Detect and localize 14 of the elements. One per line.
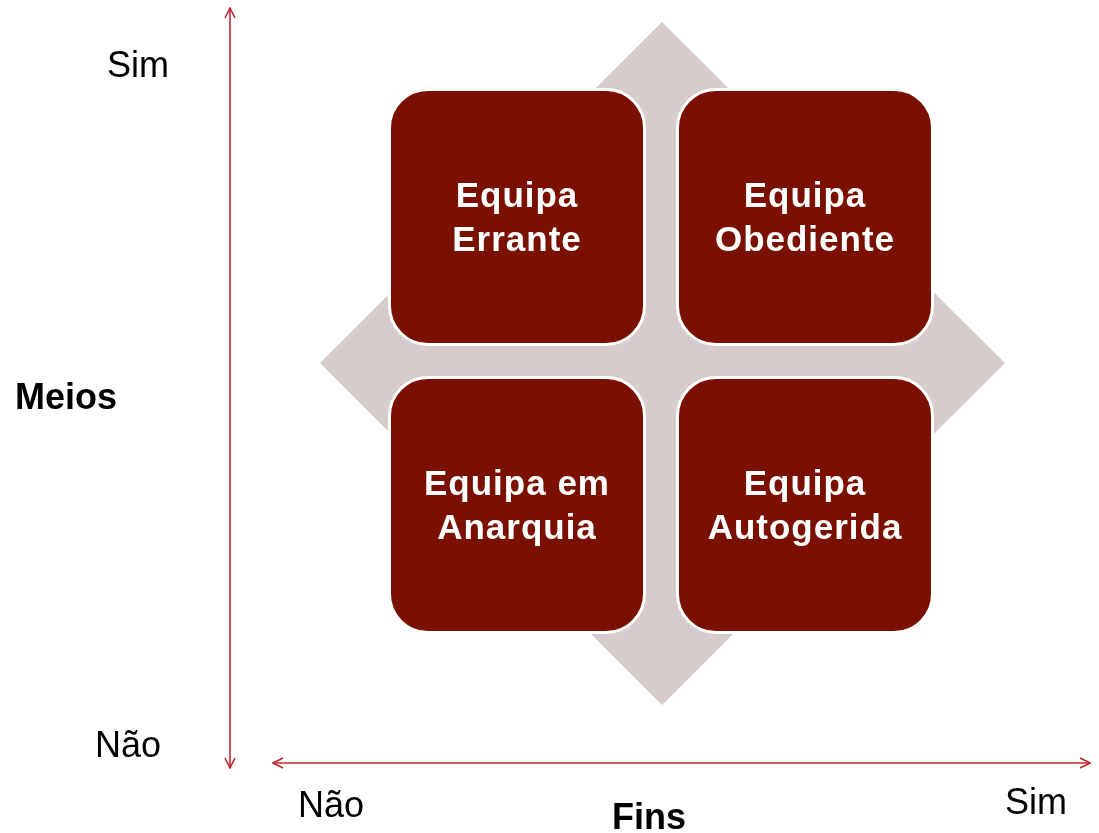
- quadrant-title: Equipa Obediente: [713, 174, 897, 260]
- quadrant-title: Equipa Errante: [451, 174, 583, 260]
- quadrant-box: [676, 376, 934, 634]
- axis-title: Meios: [15, 377, 118, 417]
- quadrant-box: [388, 376, 646, 634]
- axis-title: Fins: [612, 797, 686, 833]
- tick-label: Sim: [107, 45, 169, 85]
- quadrant-title: Equipa Autogerida: [706, 462, 904, 548]
- quadrant-box: [388, 88, 646, 346]
- tick-label: Sim: [1005, 782, 1067, 822]
- quadrant-box: [676, 88, 934, 346]
- tick-label: Não: [95, 725, 162, 765]
- quadrant-title: Equipa em Anarquia: [423, 462, 611, 548]
- tick-label: Não: [298, 785, 365, 825]
